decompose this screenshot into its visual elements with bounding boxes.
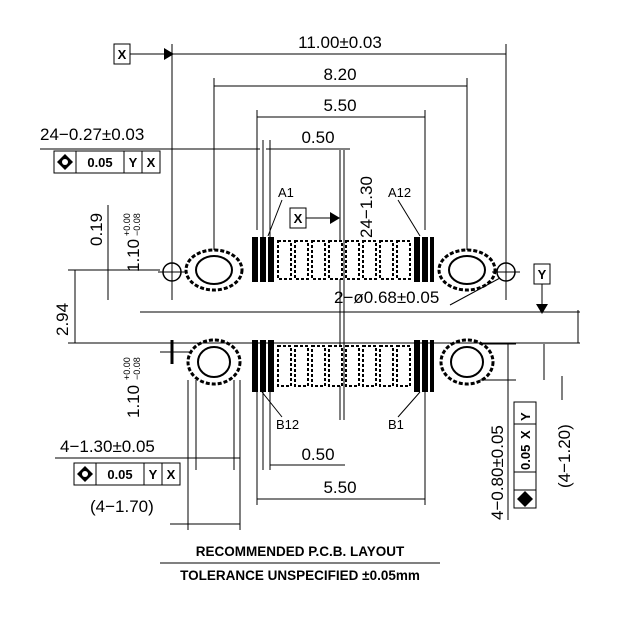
pin-label-b12: B12	[276, 417, 299, 432]
svg-text:0.05: 0.05	[87, 155, 112, 170]
svg-text:Y: Y	[538, 267, 547, 282]
svg-text:0.05: 0.05	[518, 445, 533, 470]
datum-x-triangle	[164, 48, 174, 60]
dim-hole-pitch: 8.20	[323, 65, 356, 84]
pin-label-a12: A12	[388, 185, 411, 200]
dim-overall-width: 11.00±0.03	[298, 33, 382, 52]
slot-top-left	[184, 248, 244, 292]
drawing-title: RECOMMENDED P.C.B. LAYOUT	[196, 544, 405, 559]
svg-text:Y: Y	[518, 412, 533, 421]
dim-pad-pitch-bottom: 0.50	[301, 445, 334, 464]
dim-slot-width: 4−1.30±0.05	[60, 437, 155, 456]
dim-pad-span-top: 5.50	[323, 96, 356, 115]
drawing-subtitle: TOLERANCE UNSPECIFIED ±0.05mm	[180, 568, 420, 583]
svg-text:X: X	[167, 467, 176, 482]
dim-pad-span-bottom: 5.50	[323, 478, 356, 497]
hole-right	[492, 258, 520, 286]
svg-text:X: X	[147, 155, 156, 170]
pad-feature-frame: 0.05 Y X	[53, 150, 161, 174]
pin-label-b1: B1	[388, 417, 404, 432]
svg-text:X: X	[294, 211, 303, 226]
svg-text:Y: Y	[129, 155, 138, 170]
pad-tol-lower: 1.10 +0.00 −0.08	[122, 357, 143, 418]
position-symbol-icon	[517, 491, 533, 507]
vertical-feature-frame: 0.05 X Y	[513, 401, 537, 509]
svg-text:1.10: 1.10	[124, 385, 143, 418]
datum-x-label: X	[118, 47, 127, 62]
pin-label-a1: A1	[278, 185, 294, 200]
slot-bottom-left	[186, 338, 242, 386]
dim-pad-length: 24−1.30	[357, 176, 376, 238]
hole-bottom-left-mark	[160, 340, 190, 364]
dim-slot-length: 4−0.80±0.05	[488, 425, 507, 520]
dim-pad-width: 24−0.27±0.03	[40, 125, 144, 144]
slot-bottom-right	[439, 338, 495, 386]
hole-left	[158, 258, 186, 286]
dim-hole-dia: 2−ø0.68±0.05	[334, 288, 439, 307]
svg-text:−0.08: −0.08	[132, 213, 142, 236]
svg-text:X: X	[518, 430, 533, 439]
svg-text:0.05: 0.05	[107, 467, 132, 482]
slot-top-right	[437, 248, 497, 292]
dim-offset-019: 0.19	[87, 213, 106, 246]
pad-tol-upper: 1.10 +0.00 −0.08	[122, 213, 143, 272]
svg-text:+0.00: +0.00	[122, 213, 132, 236]
svg-text:−0.08: −0.08	[132, 357, 142, 380]
top-pad-row	[252, 237, 434, 282]
dim-row-gap: 2.94	[53, 303, 72, 336]
svg-text:1.10: 1.10	[124, 239, 143, 272]
svg-text:+0.00: +0.00	[122, 357, 132, 380]
dim-pad-pitch-top: 0.50	[301, 128, 334, 147]
dim-slot-length-ref: (4−1.20)	[555, 424, 574, 488]
bottom-pad-row	[252, 340, 434, 392]
slot-feature-frame: 0.05 Y X	[73, 462, 181, 486]
svg-text:Y: Y	[149, 467, 158, 482]
dim-slot-width-ref: (4−1.70)	[90, 497, 154, 516]
